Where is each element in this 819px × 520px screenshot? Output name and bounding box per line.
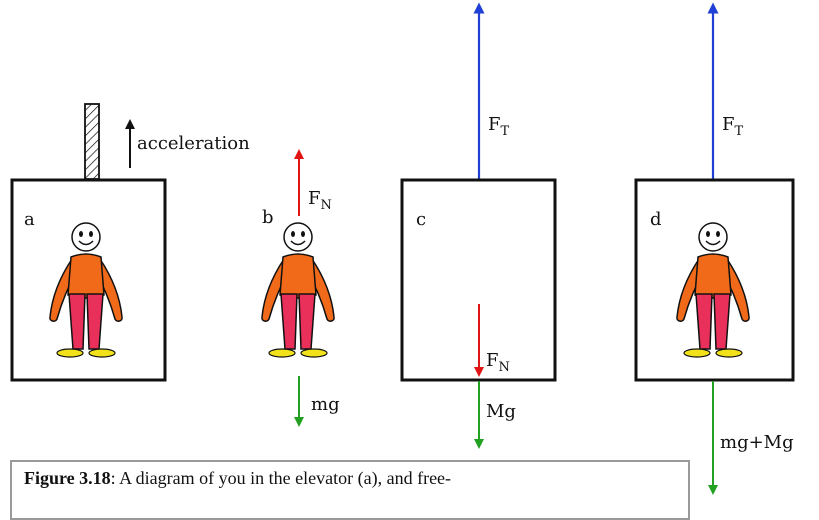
tension-label-c: FT (488, 114, 510, 139)
panel-label-d: d (650, 209, 662, 230)
panel-b: FN b mg (261, 149, 340, 427)
panel-label-b: b (262, 207, 274, 228)
figure-caption: Figure 3.18: A diagram of you in the ele… (10, 460, 690, 520)
elevator-free-body-diagram: acceleration a FN b mg FT c FN Mg FT d m… (10, 2, 795, 495)
panel-c: FT c FN Mg (400, 2, 557, 449)
person-b (261, 222, 335, 358)
weight-label-b: mg (311, 394, 340, 415)
elevator-box-d (634, 178, 795, 382)
normal-force-label-b: FN (308, 188, 332, 213)
panel-a: acceleration a (10, 103, 250, 382)
panel-label-c: c (416, 209, 426, 230)
figure-number: Figure 3.18 (24, 468, 111, 488)
panel-label-a: a (24, 209, 35, 230)
weight-label-c: Mg (486, 401, 516, 422)
panel-d: FT d mg+Mg (634, 2, 795, 495)
caption-text: : A diagram of you in the elevator (a), … (110, 468, 452, 488)
normal-force-label-c: FN (486, 350, 510, 375)
acceleration-label: acceleration (137, 133, 250, 154)
weight-label-d: mg+Mg (720, 432, 794, 453)
elevator-cable (84, 103, 100, 180)
tension-label-d: FT (722, 114, 744, 139)
